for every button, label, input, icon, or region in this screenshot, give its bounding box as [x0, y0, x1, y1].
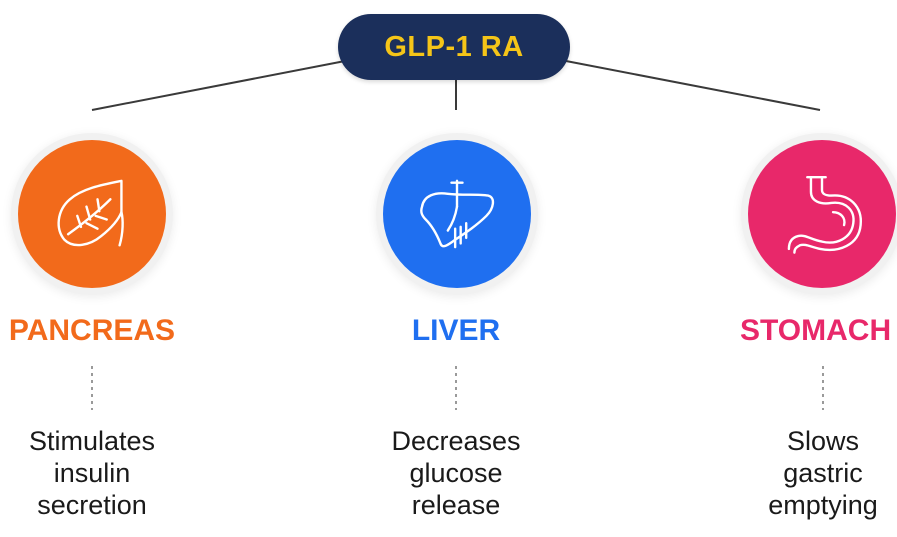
organ-label-stomach: STOMACH	[740, 314, 892, 347]
effect-line: secretion	[37, 490, 147, 520]
effect-line: emptying	[768, 490, 878, 520]
effect-line: release	[411, 490, 501, 520]
effect-text-stomach: Slows gastric emptying	[703, 425, 897, 521]
stomach-icon	[787, 176, 862, 254]
organ-label-pancreas: PANCREAS	[8, 314, 176, 347]
organ-label-liver: LIVER	[411, 314, 501, 347]
effect-line: Decreases	[391, 426, 521, 456]
effect-line: gastric	[783, 458, 863, 488]
pancreas-circle	[18, 140, 166, 288]
connector-root-pancreas	[91, 60, 346, 111]
pancreas-icon	[57, 179, 124, 247]
root-label: GLP-1 RA	[384, 30, 524, 63]
effect-line: glucose	[409, 458, 503, 488]
liver-icon	[420, 179, 495, 249]
liver-circle	[383, 140, 531, 288]
effect-line: insulin	[53, 458, 131, 488]
effect-line: Slows	[786, 426, 860, 456]
effect-text-liver: Decreases glucose release	[336, 425, 576, 521]
effect-line: Stimulates	[28, 426, 156, 456]
effect-text-pancreas: Stimulates insulin secretion	[0, 425, 212, 521]
stomach-circle	[748, 140, 896, 288]
connector-root-stomach	[565, 60, 821, 111]
root-node: GLP-1 RA	[338, 14, 570, 80]
